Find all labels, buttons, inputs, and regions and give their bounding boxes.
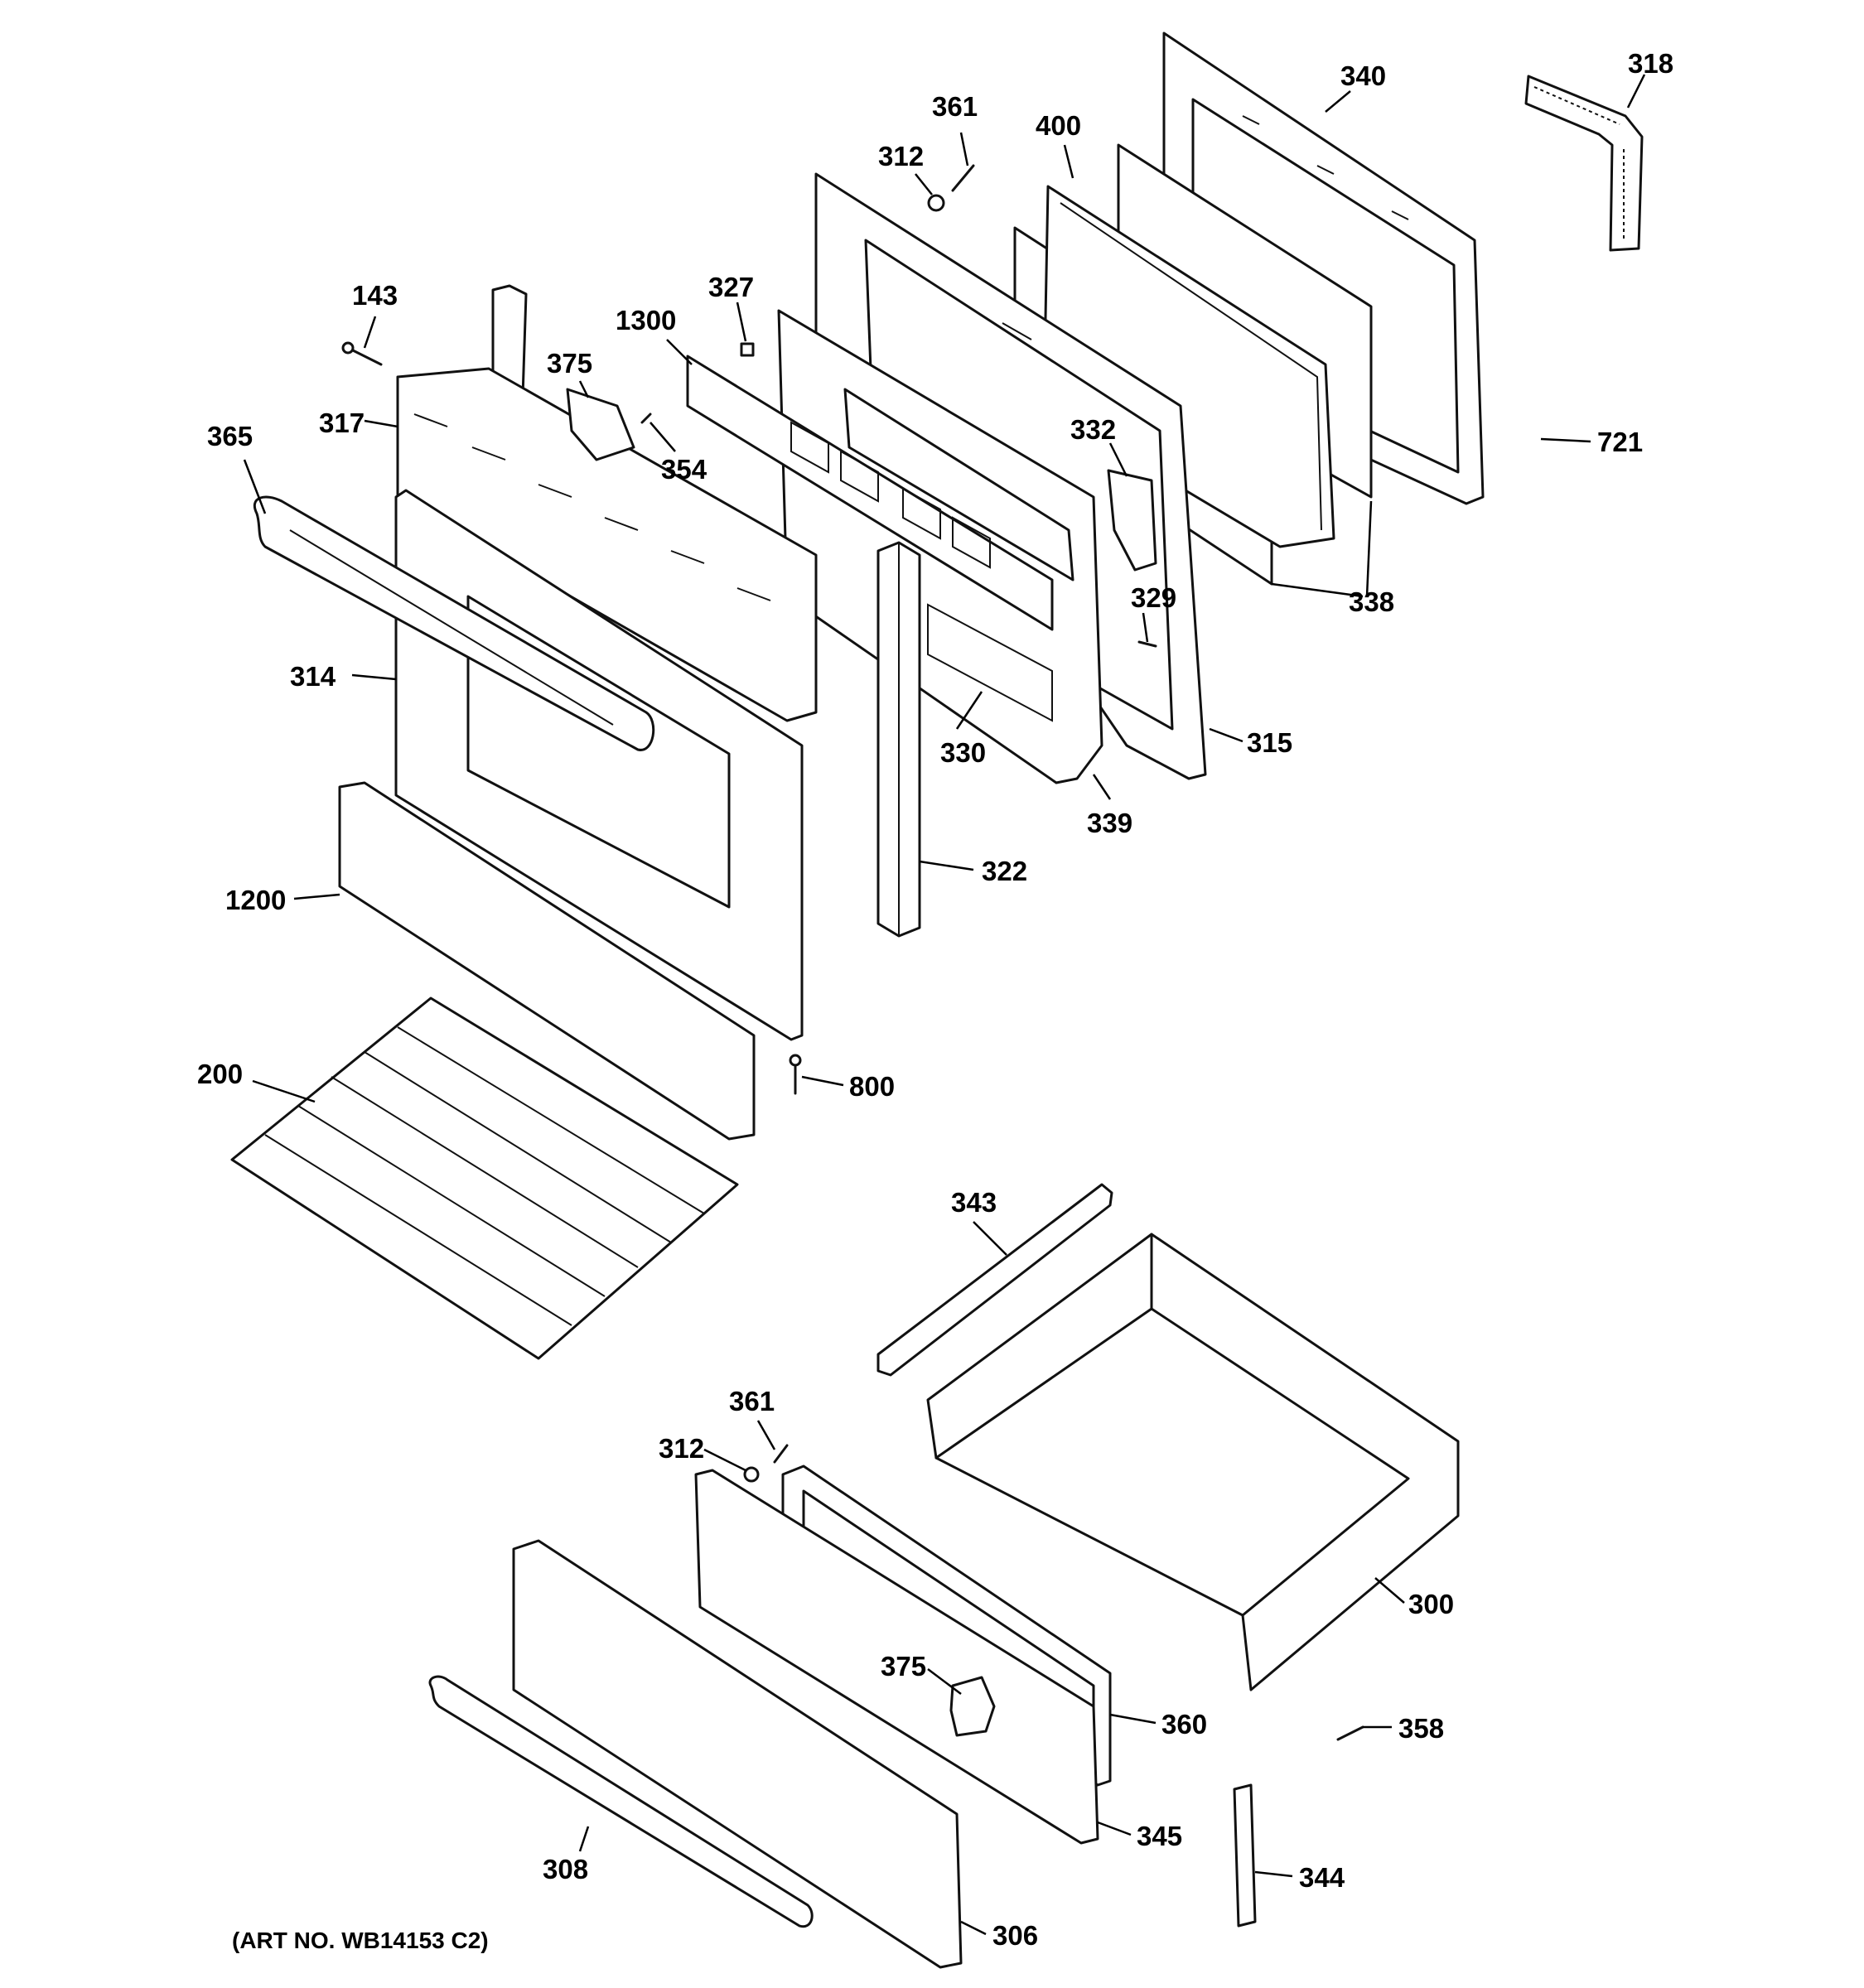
- callout-800: 800: [849, 1071, 895, 1102]
- leader-lines: [243, 74, 1646, 1936]
- drawer-handle-308: [428, 1675, 814, 1928]
- callout-200: 200: [197, 1059, 243, 1089]
- callout-343: 343: [951, 1187, 997, 1218]
- callout-361-lower: 361: [729, 1386, 775, 1416]
- callout-340: 340: [1340, 60, 1386, 91]
- drawer-inner-panel-345: [694, 1469, 1099, 1845]
- callout-345: 345: [1137, 1821, 1182, 1851]
- callout-329: 329: [1131, 582, 1176, 613]
- screw-329: [1137, 640, 1157, 648]
- callout-306: 306: [992, 1920, 1038, 1951]
- washer-screw-lower: [743, 1444, 789, 1483]
- callout-330: 330: [940, 737, 986, 768]
- callout-332: 332: [1070, 414, 1116, 445]
- hinge-bracket-375-lower: [949, 1676, 996, 1737]
- callout-322: 322: [982, 856, 1027, 886]
- clip-327: [740, 342, 755, 357]
- drawer-front-306: [512, 1539, 963, 1969]
- callout-339: 339: [1087, 808, 1132, 838]
- callout-314: 314: [290, 661, 336, 692]
- callout-354: 354: [661, 454, 707, 485]
- callout-375: 375: [547, 348, 592, 379]
- callout-318: 318: [1628, 48, 1673, 79]
- callout-358: 358: [1398, 1713, 1444, 1744]
- slide-bracket-344: [1233, 1783, 1257, 1928]
- hinge-bracket-375-upper: [566, 388, 635, 461]
- callout-300: 300: [1408, 1589, 1454, 1619]
- callout-308: 308: [543, 1854, 588, 1884]
- screw-354: [640, 413, 652, 424]
- callout-375-lower: 375: [881, 1651, 926, 1682]
- slide-rail-343: [876, 1183, 1113, 1377]
- art-number: (ART NO. WB14153 C2): [232, 1928, 489, 1953]
- callout-365: 365: [207, 421, 253, 451]
- callout-360: 360: [1161, 1709, 1207, 1740]
- callout-1300: 1300: [616, 305, 676, 335]
- door-handle-365: [253, 495, 655, 751]
- callout-1200: 1200: [225, 885, 286, 915]
- screw-800: [789, 1054, 802, 1095]
- vent-duct-1300: [686, 355, 1054, 631]
- callout-315: 315: [1247, 727, 1292, 758]
- callout-317: 317: [319, 408, 365, 438]
- drawer-box-300: [926, 1233, 1460, 1691]
- callout-327: 327: [708, 272, 754, 302]
- hinge-cover-332: [1107, 469, 1157, 572]
- callout-721: 721: [1597, 427, 1643, 457]
- callout-143: 143: [352, 280, 398, 311]
- oven-rack-200: [230, 996, 739, 1360]
- screw-358: [1336, 1725, 1364, 1741]
- side-trim-322: [876, 541, 921, 938]
- callout-344: 344: [1299, 1862, 1345, 1893]
- callout-361: 361: [932, 91, 978, 122]
- callout-338: 338: [1349, 586, 1394, 617]
- callout-400: 400: [1036, 110, 1081, 141]
- washer-screw-upper: [927, 164, 975, 212]
- kick-panel-1200: [338, 781, 756, 1141]
- callout-312: 312: [878, 141, 924, 171]
- screw-143: [341, 341, 383, 366]
- door-gasket-318: [1524, 75, 1644, 252]
- callout-312-lower: 312: [659, 1433, 704, 1464]
